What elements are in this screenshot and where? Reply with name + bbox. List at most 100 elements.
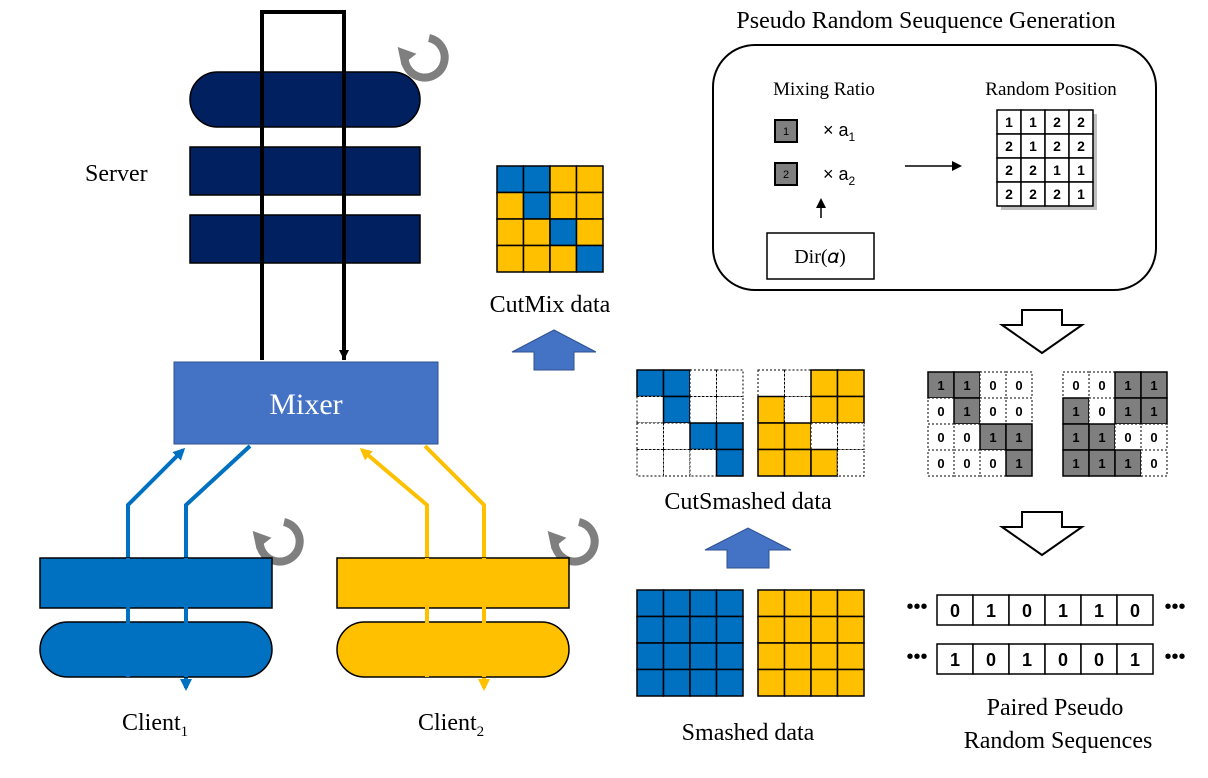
sequence-value: 1	[1058, 601, 1068, 621]
mask-cell	[953, 449, 981, 477]
mask-value: 1	[1015, 430, 1022, 445]
ellipsis-left-1: •••	[906, 596, 927, 618]
random-position-value: 1	[1077, 186, 1085, 202]
smashed-cell	[715, 589, 744, 618]
refresh-arrowhead	[547, 530, 567, 550]
client1-layer	[39, 557, 273, 609]
smashed-cell	[757, 668, 786, 697]
smashed-yellow-grid	[757, 589, 865, 697]
sequence-value: 0	[1022, 601, 1032, 621]
mask-value: 0	[937, 404, 944, 419]
mask-value: 0	[989, 456, 996, 471]
cutmix-cell	[522, 218, 551, 247]
sequence-value: 1	[1130, 650, 1140, 670]
sequence-value: 1	[986, 601, 996, 621]
cutsmashed-cell	[662, 395, 691, 424]
mask-cell	[1062, 449, 1090, 477]
mask-value: 0	[1015, 404, 1022, 419]
smashed-cell	[636, 668, 665, 697]
times-a2: × a2	[823, 164, 856, 188]
cutmix-cell	[575, 165, 604, 194]
mixing-ratio-label: Mixing Ratio	[773, 79, 875, 100]
to-masks-down-arrow	[998, 309, 1086, 355]
cutsmashed-cell	[810, 448, 839, 477]
paired-label-line2: Random Sequences	[964, 728, 1153, 754]
smashed-cell	[757, 642, 786, 671]
mask-value: 0	[937, 456, 944, 471]
paired-label-line1: Paired Pseudo	[987, 695, 1124, 721]
sequence-cell	[936, 594, 974, 626]
smashed-cell	[810, 589, 839, 618]
mask-value: 1	[1015, 456, 1022, 471]
random-position-value: 1	[1005, 114, 1013, 130]
sequence-cell	[1116, 594, 1154, 626]
random-position-value: 2	[1053, 114, 1061, 130]
smashed-cell	[783, 589, 812, 618]
refresh-icon	[252, 518, 304, 566]
sequence-cell	[1080, 643, 1118, 675]
random-position-value: 2	[1005, 162, 1013, 178]
cutsmashed-cell	[689, 396, 717, 424]
cutsmashed-cell	[663, 422, 691, 450]
mask-value: 1	[1098, 456, 1105, 471]
cutmix-cell	[549, 218, 578, 247]
cutmix-cell	[522, 165, 551, 194]
mask-value: 0	[1150, 456, 1157, 471]
cutsmashed-cell	[837, 422, 865, 450]
smashed-cell	[836, 615, 865, 644]
smashed-cell	[783, 668, 812, 697]
cutmix-cell	[496, 218, 525, 247]
random-position-value: 2	[1005, 138, 1013, 154]
cutsmashed-cell	[663, 449, 691, 477]
client1-head-layer	[39, 621, 273, 678]
smashed-cell	[783, 642, 812, 671]
smashed-cell	[689, 668, 718, 697]
server-head-layer	[189, 71, 421, 128]
prsg-panel	[712, 44, 1157, 291]
mask-value: 1	[1072, 404, 1079, 419]
refresh-icon	[397, 34, 449, 82]
cutmix-label: CutMix data	[490, 292, 611, 318]
cutmix-cell	[549, 191, 578, 220]
mask-cell	[927, 423, 955, 451]
smashed-cell	[715, 668, 744, 697]
mixer-label: Mixer	[269, 388, 342, 421]
cutsmashed-cell	[715, 448, 744, 477]
random-position-label: Random Position	[985, 79, 1117, 100]
server-label: Server	[85, 161, 148, 187]
cutsmashed-cell	[689, 422, 718, 451]
cutsmashed-up-arrow	[704, 527, 792, 569]
sequence-cell	[1080, 594, 1118, 626]
ellipsis-left-2: •••	[906, 646, 927, 668]
cutmix-grid	[496, 165, 604, 273]
mask-cell	[1114, 449, 1142, 477]
random-position-value: 2	[1005, 186, 1013, 202]
smashed-cell	[810, 615, 839, 644]
cutsmashed-cell	[757, 448, 786, 477]
sequence-cell	[972, 594, 1010, 626]
smashed-cell	[636, 615, 665, 644]
smashed-cell	[636, 642, 665, 671]
mixer-box	[173, 361, 439, 445]
refresh-arc	[550, 518, 599, 566]
smashed-cell	[662, 642, 691, 671]
mask-cell	[1140, 371, 1168, 399]
chip-1-label: 1	[783, 126, 789, 138]
chip-2-label: 2	[783, 169, 789, 181]
mask-cell	[927, 449, 955, 477]
random-position-value: 1	[1029, 138, 1037, 154]
cutsmashed-cell	[757, 369, 785, 397]
prsg-title: Pseudo Random Seuquence Generation	[736, 8, 1115, 34]
times-a1: × a1	[823, 120, 856, 144]
sequence-cell	[1116, 643, 1154, 675]
cutsmashed-cell	[783, 448, 812, 477]
smashed-cell	[689, 642, 718, 671]
cutmix-cell	[575, 244, 604, 273]
mask-value: 0	[963, 456, 970, 471]
random-position-value: 2	[1029, 186, 1037, 202]
smashed-cell	[836, 668, 865, 697]
